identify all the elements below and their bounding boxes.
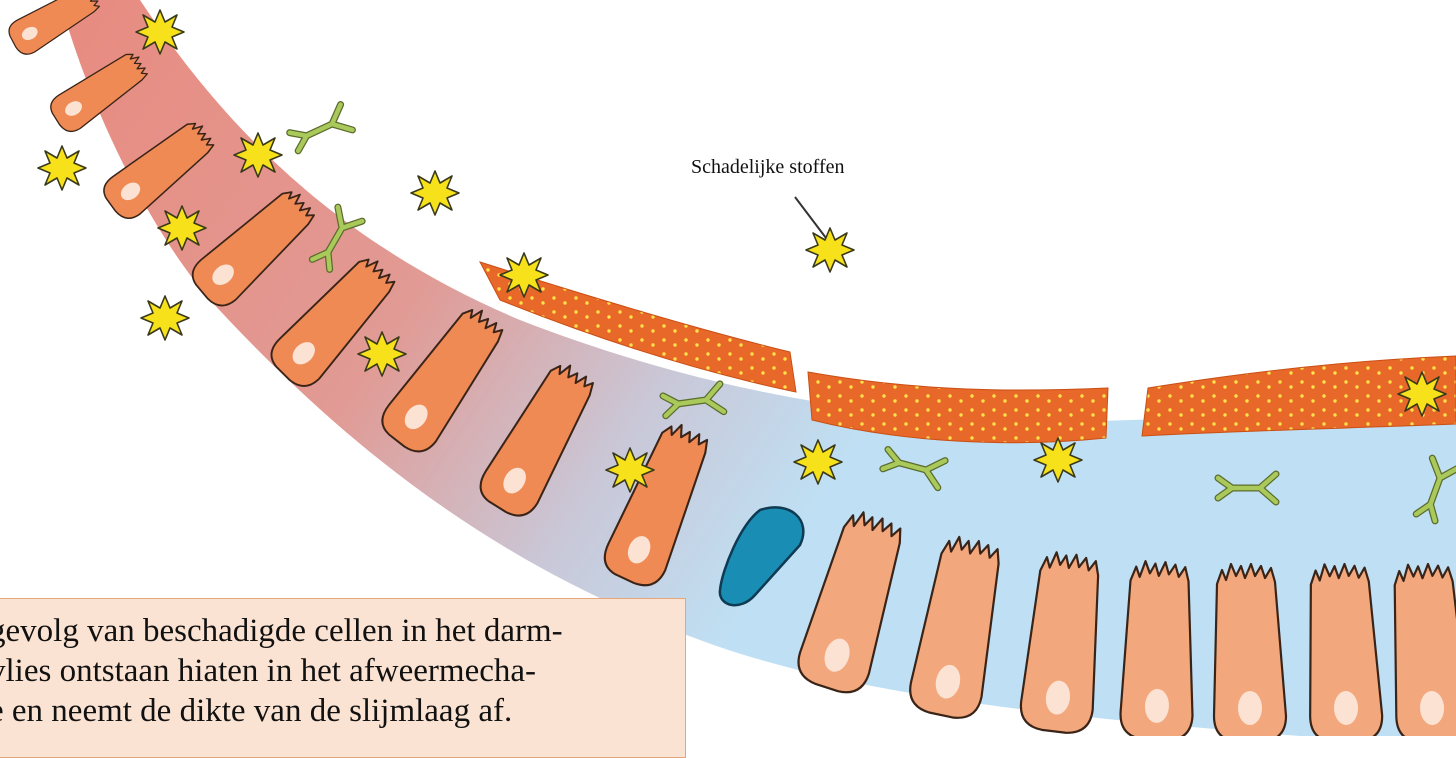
harmful-substance-star-icon (38, 146, 86, 190)
harmful-substance-star-icon (1034, 438, 1082, 482)
harmful-substance-star-icon (141, 296, 189, 340)
epithelial-cell-icon (1391, 563, 1456, 736)
harmful-substance-star-icon (158, 206, 206, 250)
epithelial-cell-icon (1214, 564, 1286, 736)
harmful-substance-star-icon (806, 228, 854, 272)
harmful-substance-star-icon (411, 171, 459, 215)
caption-line: vlies ontstaan hiaten in het afweermecha… (0, 651, 671, 691)
label-pointer (795, 197, 826, 238)
epithelial-cell-icon (1119, 560, 1200, 736)
harmful-substance-star-icon (136, 10, 184, 54)
caption-line: gevolg van beschadigde cellen in het dar… (0, 611, 671, 651)
harmful-substance-star-icon (794, 440, 842, 484)
harmful-substance-star-icon (358, 332, 406, 376)
harmful-substance-star-icon (234, 133, 282, 177)
harmful-substances-label: Schadelijke stoffen (691, 156, 844, 179)
harmful-substance-star-icon (500, 253, 548, 297)
caption-line: e en neemt de dikte van de slijmlaag af. (0, 691, 671, 731)
antibody-icon (288, 105, 352, 155)
harmful-substance-star-icon (606, 448, 654, 492)
harmful-substance-star-icon (1398, 372, 1446, 416)
caption-box: gevolg van beschadigde cellen in het dar… (0, 598, 686, 758)
